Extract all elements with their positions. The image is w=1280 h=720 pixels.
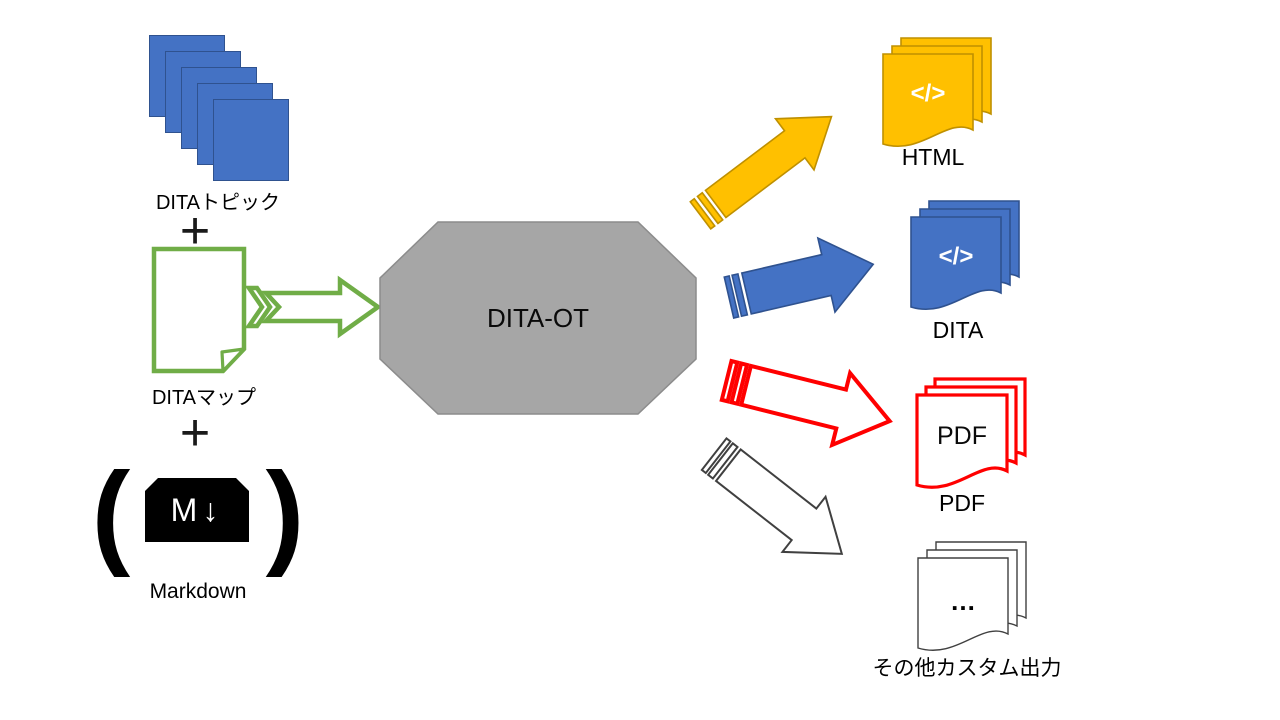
pdf-doc-text: PDF [937, 422, 987, 450]
doc-page [910, 216, 1002, 310]
html-doc-code-icon: </> [910, 80, 946, 107]
topic-page-icon [213, 99, 289, 181]
dita-ot-octagon [379, 221, 697, 415]
dita-doc-code-icon: </> [938, 243, 974, 270]
dita-doc-stack [910, 200, 1020, 310]
arrow-body [740, 236, 875, 315]
octagon-shape [379, 221, 697, 415]
markdown-label: Markdown [149, 580, 247, 603]
pdf-output-arrow [719, 358, 893, 449]
arrow-body [738, 363, 893, 449]
dita-topics-stack-icon [149, 35, 290, 182]
input-arrow [244, 275, 382, 339]
arrow-body [260, 275, 382, 339]
map-page-fold [220, 347, 246, 373]
doc-page [882, 53, 974, 147]
markdown-icon-text: M↓ [170, 491, 224, 528]
other-doc-ellipsis: … [950, 586, 976, 616]
arrow-stripe [689, 197, 716, 231]
dita-output-label: DITA [932, 317, 984, 343]
dita-output-arrow [723, 236, 875, 319]
arrow-stripe [244, 285, 273, 329]
pdf-doc-stack [915, 377, 1027, 489]
pdf-output-label: PDF [939, 490, 985, 516]
html-output-arrow [689, 115, 833, 231]
other-doc-stack [917, 541, 1027, 651]
markdown-icon: M↓ [145, 478, 249, 542]
arrow-stripe [706, 441, 739, 480]
open-paren: ( [91, 448, 131, 578]
html-doc-stack [882, 37, 992, 147]
dita-map-document-icon [151, 246, 247, 374]
dita-topics-label: DITAトピック [155, 192, 281, 214]
close-paren: ) [265, 448, 305, 578]
arrow-body [714, 448, 844, 555]
other-output-arrow [700, 436, 844, 555]
arrow-stripe [700, 436, 732, 475]
plus-sign: + [179, 404, 211, 462]
dita-ot-label: DITA-OT [486, 302, 590, 333]
arrow-stripe [696, 191, 724, 225]
arrow-stripe [729, 361, 750, 407]
arrow-stripe [731, 272, 749, 318]
dita-map-label: DITAマップ [151, 387, 257, 409]
arrow-stripe [719, 358, 740, 404]
arrow-body [704, 115, 833, 219]
html-output-label: HTML [901, 144, 965, 170]
other-output-label: その他カスタム出力 [872, 657, 1062, 680]
doc-page [917, 557, 1009, 651]
doc-page [915, 393, 1009, 489]
arrow-stripe [723, 275, 740, 319]
